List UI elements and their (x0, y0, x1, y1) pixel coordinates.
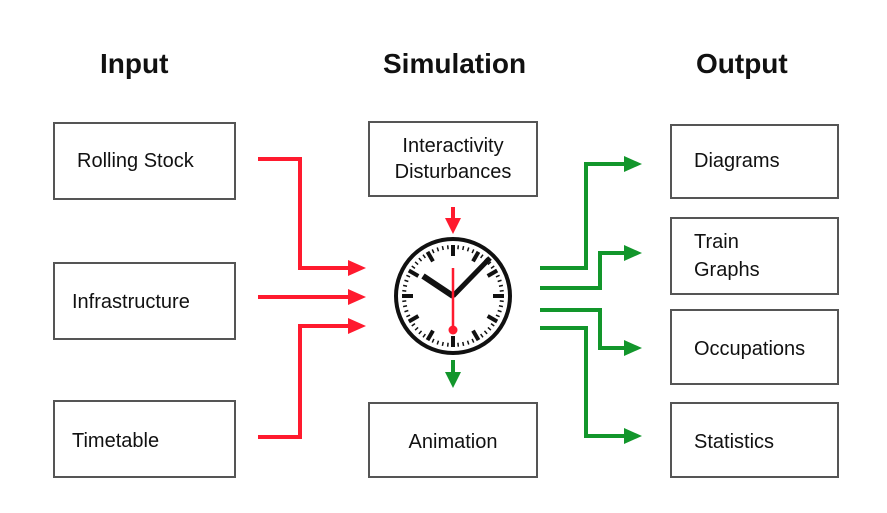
arrowhead-statistics (624, 428, 642, 444)
clock-hour-tick (425, 250, 435, 263)
clock-minute-tick (418, 257, 423, 262)
arrowhead-occupations (624, 340, 642, 356)
arrowhead-rolling-stock (348, 260, 366, 276)
clock-minute-tick (487, 326, 492, 331)
clock-hour-hand (421, 273, 455, 299)
clock-minute-tick (414, 261, 419, 266)
input-label-timetable: Timetable (72, 430, 160, 452)
clock-minute-tick (471, 338, 475, 343)
clock-minute-tick (483, 330, 488, 335)
clock-minute-tick (422, 333, 426, 338)
flow-simulation-to-statistics (540, 326, 625, 438)
clock-minute-tick (431, 249, 435, 254)
clock-hour-tick (471, 250, 481, 263)
output-arrowheads (445, 156, 642, 444)
output-box-diagrams: Diagrams (670, 124, 839, 199)
flow-simulation-to-train-graphs (540, 251, 625, 290)
clock-minute-tick (411, 323, 416, 327)
clock-minute-tick (480, 254, 484, 259)
clock-minute-tick (480, 333, 484, 338)
clock-minute-tick (495, 274, 500, 278)
clock-minute-tick (411, 265, 416, 269)
clock-minute-tick (490, 323, 495, 327)
clock-minute-tick (436, 247, 440, 252)
simulation-label-disturbances: Disturbances (394, 161, 512, 183)
clock-hour-tick (407, 268, 420, 278)
output-box-statistics: Statistics (670, 402, 839, 478)
clock-minute-tick (498, 284, 504, 287)
clock-minute-tick (404, 279, 409, 283)
output-label-graphs: Graphs (694, 259, 760, 281)
input-box-infrastructure: Infrastructure (53, 262, 236, 340)
clock-minute-tick (402, 284, 408, 287)
simulation-label-interactivity: Interactivity (402, 135, 504, 157)
clock-minute-tick (404, 309, 409, 313)
clock-minute-tick (471, 249, 475, 254)
clock-minute-tick (466, 340, 470, 345)
clock-minute-tick (495, 314, 500, 318)
output-label-occupations: Occupations (694, 338, 806, 360)
clock-hour-tick (471, 329, 481, 342)
arrowhead-animation (445, 372, 461, 388)
output-box-occupations: Occupations (670, 309, 839, 385)
output-label-statistics: Statistics (694, 431, 775, 453)
clock-minute-hand (451, 256, 492, 298)
arrowhead-timetable (348, 318, 366, 334)
clock-minute-tick (441, 245, 444, 251)
clock-hour-tick (486, 268, 499, 278)
heading-output: Output (696, 48, 788, 79)
simulation-box-interactivity-disturbances: Interactivity Disturbances (368, 121, 538, 197)
input-label-rolling-stock: Rolling Stock (77, 150, 194, 172)
clock-hour-tick (425, 329, 435, 342)
arrowhead-infrastructure (348, 289, 366, 305)
clock-minute-tick (406, 274, 411, 278)
clock-minute-tick (466, 247, 470, 252)
clock-hour-tick (407, 314, 420, 324)
clock-tick-marks (402, 245, 504, 347)
heading-simulation: Simulation (383, 48, 527, 79)
arrowhead-diagrams (624, 156, 642, 172)
input-label-infrastructure: Infrastructure (72, 291, 190, 313)
clock-minute-tick (498, 305, 504, 308)
clock-minute-tick (462, 245, 465, 251)
flow-timetable-to-simulation (258, 324, 350, 439)
output-label-diagrams: Diagrams (694, 150, 780, 172)
output-box-train-graphs: Train Graphs (670, 217, 839, 295)
clock-minute-tick (436, 340, 440, 345)
clock-minute-tick (497, 309, 502, 313)
clock-minute-tick (497, 279, 502, 283)
simulation-box-animation: Animation (368, 402, 538, 478)
clock-hour-tick (486, 314, 499, 324)
input-arrowheads (348, 218, 461, 334)
heading-input: Input (100, 48, 169, 79)
clock-minute-tick (402, 305, 408, 308)
input-box-rolling-stock: Rolling Stock (53, 122, 236, 200)
simulation-label-animation: Animation (408, 431, 498, 453)
clock-minute-tick (418, 330, 423, 335)
arrowhead-train-graphs (624, 245, 642, 261)
clock-second-hand-tip (448, 325, 458, 335)
input-flows (258, 157, 455, 439)
flow-simulation-to-diagrams (540, 162, 625, 270)
clock-minute-tick (487, 261, 492, 266)
clock-minute-tick (406, 314, 411, 318)
flow-rolling-stock-to-simulation (258, 157, 350, 270)
output-flows (451, 162, 625, 438)
arrowhead-disturbances (445, 218, 461, 234)
clock-minute-tick (431, 338, 435, 343)
clock-minute-tick (441, 341, 444, 347)
clock-minute-tick (462, 341, 465, 347)
input-box-timetable: Timetable (53, 400, 236, 478)
output-label-train: Train (694, 231, 739, 253)
clock-minute-tick (414, 326, 419, 331)
clock-minute-tick (490, 265, 495, 269)
flow-simulation-to-occupations (540, 308, 625, 350)
clock-minute-tick (422, 254, 426, 259)
clock-icon (394, 237, 512, 355)
